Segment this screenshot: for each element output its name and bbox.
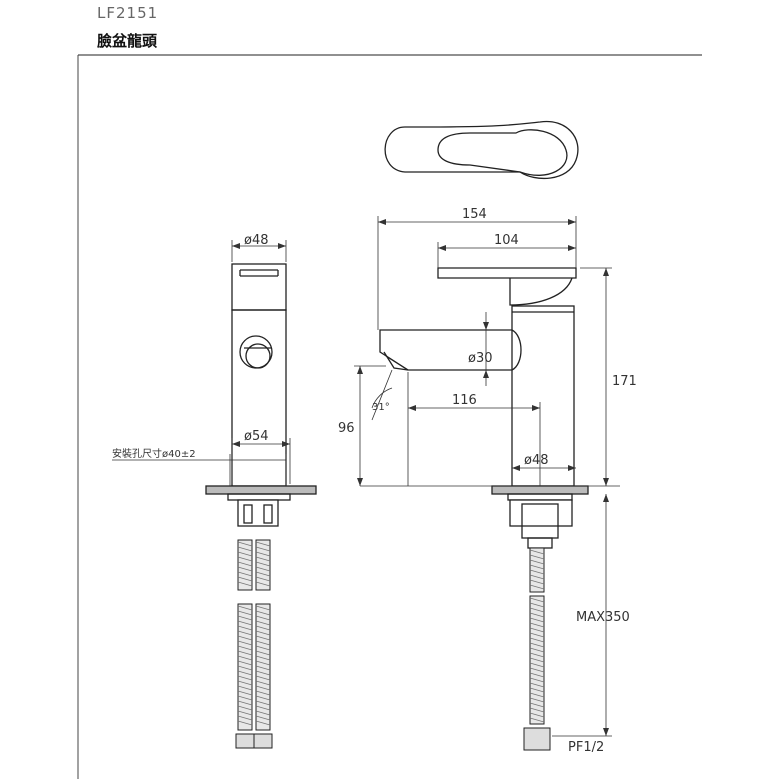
front-view-hoses [235,539,273,749]
dim-overall-height: 171 [612,374,637,389]
dim-connection-thread: PF1/2 [568,740,604,755]
side-view-dimensions [354,216,620,737]
front-hose-braid [237,541,271,726]
dim-overall-length: 154 [462,207,487,222]
front-view-dimensions [112,240,291,486]
dimension-arrows [232,219,609,736]
dim-hose-length: MAX350 [576,610,630,625]
dim-install-hole: 安裝孔尺寸ø40±2 [112,447,196,460]
dim-handle-length: 104 [494,233,519,248]
side-hose-braid [529,549,545,723]
dim-base-width-front: ø54 [244,429,269,444]
dim-body-diameter: ø48 [524,453,549,468]
side-view-hose [523,547,551,751]
front-view [205,263,317,527]
dim-spout-height: 96 [338,421,355,436]
dim-top-width-front: ø48 [244,233,269,248]
product-name: 臉盆龍頭 [97,32,158,50]
top-view-handle [384,120,579,180]
dim-spout-diameter: ø30 [468,351,493,366]
dim-spout-angle: 31° [372,402,390,413]
dim-spout-reach: 116 [452,393,477,408]
model-code: LF2151 [97,4,159,22]
side-view [379,267,589,549]
